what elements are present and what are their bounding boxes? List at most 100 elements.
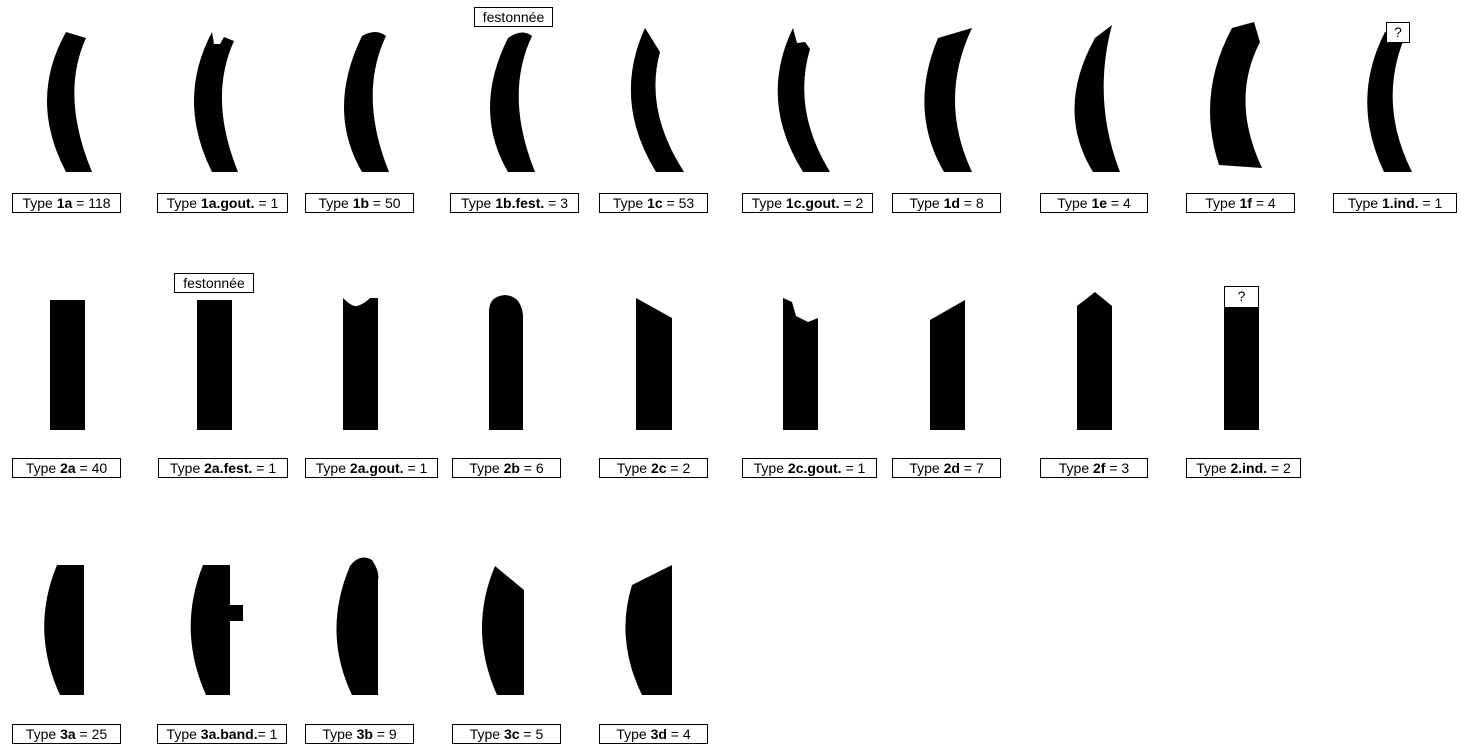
type-label-3c: Type 3c = 5: [452, 724, 561, 744]
type-label-1b-fest: Type 1b.fest. = 3: [450, 193, 579, 213]
type-code: 2c.gout.: [788, 460, 842, 476]
type-label-2f: Type 2f = 3: [1040, 458, 1148, 478]
type-code: 1d: [944, 195, 960, 211]
type-label-1c: Type 1c = 53: [599, 193, 708, 213]
type-count: = 40: [76, 460, 108, 476]
shape-1e: [1074, 25, 1120, 172]
type-prefix: Type: [22, 195, 56, 211]
type-prefix: Type: [1205, 195, 1239, 211]
type-count: = 6: [520, 460, 544, 476]
type-label-3a-band: Type 3a.band.= 1: [157, 724, 287, 744]
type-label-2c: Type 2c = 2: [599, 458, 708, 478]
shape-1c: [631, 28, 684, 172]
type-label-1f: Type 1f = 4: [1186, 193, 1295, 213]
type-prefix: Type: [909, 460, 943, 476]
type-prefix: Type: [754, 460, 788, 476]
type-count: = 3: [1105, 460, 1129, 476]
type-code: 3d: [651, 726, 667, 742]
shape-2c: [636, 298, 672, 430]
shape-1f: [1210, 22, 1262, 168]
type-label-2d: Type 2d = 7: [892, 458, 1001, 478]
shape-1c-gout: [778, 28, 830, 172]
type-count: = 118: [72, 195, 110, 211]
shape-2b: [489, 295, 523, 430]
shape-1b-fest: [490, 32, 535, 172]
type-prefix: Type: [470, 726, 504, 742]
type-count: = 5: [520, 726, 544, 742]
type-code: 1a: [57, 195, 73, 211]
type-prefix: Type: [617, 460, 651, 476]
type-prefix: Type: [167, 195, 201, 211]
type-code: 1c: [647, 195, 663, 211]
unknown-mark-2-ind: ?: [1224, 286, 1259, 308]
type-code: 2f: [1093, 460, 1105, 476]
type-count: = 1: [258, 726, 278, 742]
type-label-2b: Type 2b = 6: [452, 458, 561, 478]
type-count: = 1: [252, 460, 276, 476]
type-count: = 1: [842, 460, 866, 476]
type-label-1-ind: Type 1.ind. = 1: [1333, 193, 1457, 213]
type-prefix: Type: [167, 726, 201, 742]
type-prefix: Type: [469, 460, 503, 476]
type-prefix: Type: [616, 726, 650, 742]
type-prefix: Type: [26, 460, 60, 476]
type-count: = 4: [1107, 195, 1131, 211]
type-count: = 1: [1419, 195, 1443, 211]
shape-2f: [1077, 292, 1112, 430]
type-label-3d: Type 3d = 4: [599, 724, 708, 744]
type-code: 1a.gout.: [201, 195, 255, 211]
type-count: = 25: [76, 726, 108, 742]
type-label-2-ind: Type 2.ind. = 2: [1186, 458, 1301, 478]
type-code: 2a.gout.: [350, 460, 404, 476]
type-prefix: Type: [322, 726, 356, 742]
type-prefix: Type: [752, 195, 786, 211]
type-code: 1e: [1091, 195, 1107, 211]
shape-3c: [482, 566, 524, 695]
type-label-2a: Type 2a = 40: [12, 458, 121, 478]
type-code: 2a: [60, 460, 76, 476]
type-count: = 4: [1252, 195, 1276, 211]
type-count: = 50: [369, 195, 401, 211]
type-count: = 53: [663, 195, 695, 211]
type-count: = 7: [960, 460, 984, 476]
shape-1d: [924, 28, 972, 172]
type-prefix: Type: [1059, 460, 1093, 476]
shape-3b: [336, 558, 378, 695]
shape-2c-gout: [783, 298, 818, 430]
shape-2d: [930, 300, 965, 430]
type-code: 3b: [357, 726, 373, 742]
shape-1a-gout: [194, 32, 238, 172]
type-label-2a-gout: Type 2a.gout. = 1: [305, 458, 438, 478]
shape-2-ind: [1224, 308, 1259, 430]
type-count: = 9: [373, 726, 397, 742]
shape-1a: [47, 32, 92, 172]
type-code: 1f: [1240, 195, 1252, 211]
type-prefix: Type: [26, 726, 60, 742]
type-count: = 1: [255, 195, 279, 211]
type-count: = 1: [404, 460, 428, 476]
type-label-2a-fest: Type 2a.fest. = 1: [158, 458, 288, 478]
type-label-3a: Type 3a = 25: [12, 724, 121, 744]
type-prefix: Type: [316, 460, 350, 476]
type-label-1d: Type 1d = 8: [892, 193, 1001, 213]
type-count: = 3: [544, 195, 568, 211]
unknown-mark-1-ind: ?: [1386, 22, 1410, 43]
type-code: 1b.fest.: [495, 195, 544, 211]
type-code: 2a.fest.: [204, 460, 252, 476]
shape-3d: [625, 565, 672, 695]
type-prefix: Type: [613, 195, 647, 211]
festonnee-note-1b: festonnée: [474, 7, 553, 27]
type-label-1a-gout: Type 1a.gout. = 1: [157, 193, 288, 213]
type-prefix: Type: [1057, 195, 1091, 211]
type-code: 1.ind.: [1382, 195, 1419, 211]
type-code: 2d: [944, 460, 960, 476]
type-prefix: Type: [1348, 195, 1382, 211]
type-code: 1b: [353, 195, 369, 211]
type-count: = 2: [840, 195, 864, 211]
type-code: 3c: [504, 726, 520, 742]
type-count: = 2: [667, 460, 691, 476]
type-code: 2b: [504, 460, 520, 476]
shape-1-ind: [1367, 32, 1412, 172]
type-count: = 4: [667, 726, 691, 742]
shape-2a-gout: [343, 298, 378, 430]
